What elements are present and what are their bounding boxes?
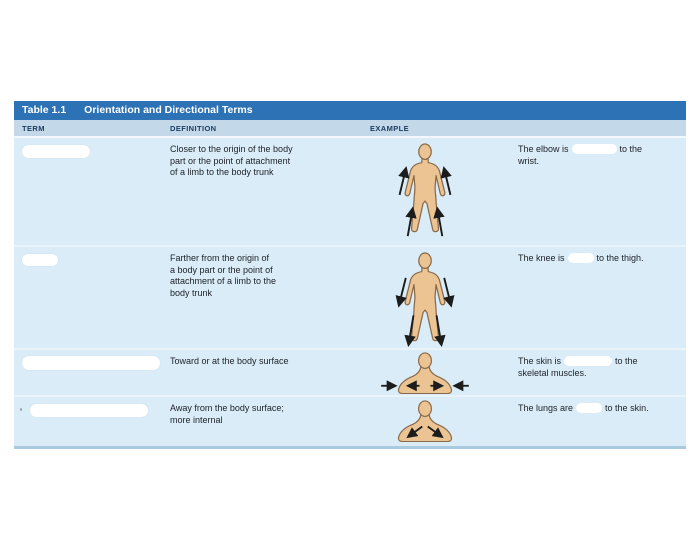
term-blank-answer-box[interactable] [30,404,148,417]
example-blank-answer-box[interactable] [576,403,603,413]
standing-body-arrows-up-toward-trunk-figure [398,143,452,237]
bust-arrows-into-body-figure [397,400,453,442]
definition-text: Farther from the origin of a body part o… [170,253,277,298]
standing-body-arrows-down-away-from-trunk-figure [395,252,455,348]
table-title: Orientation and Directional Terms [84,104,253,116]
column-header-term: TERM [22,123,45,133]
orientation-directional-terms-table: Table 1.1 Orientation and Directional Te… [14,101,686,449]
example-text-after: to the skeletal muscles. [518,356,638,378]
term-blank-answer-box[interactable] [22,254,58,266]
example-text-before: The knee is [518,253,565,263]
column-header-row: TERM DEFINITION EXAMPLE [14,120,686,138]
table-row: Toward or at the body surface [14,348,686,395]
example-blank-answer-box[interactable] [564,356,613,366]
example-blank-answer-box[interactable] [571,144,617,154]
term-blank-answer-box[interactable] [22,356,160,370]
table-number: Table 1.1 [22,104,67,116]
definition-text: Toward or at the body surface [170,356,289,366]
definition-text: Closer to the origin of the body part or… [170,144,293,178]
column-header-definition: DEFINITION [170,123,217,133]
column-header-example: EXAMPLE [370,123,410,133]
table-row: Farther from the origin of a body part o… [14,245,686,348]
table-row: Closer to the origin of the body part or… [14,138,686,245]
stray-mark [20,408,22,411]
example-blank-answer-box[interactable] [567,253,594,263]
example-text-before: The lungs are [518,403,574,413]
example-text-after: to the thigh. [596,253,644,263]
table-title-bar: Table 1.1 Orientation and Directional Te… [14,101,686,120]
example-text-after: to the wrist. [518,144,643,166]
example-text-before: The skin is [518,356,562,366]
table-row: Away from the body surface; more interna… [14,395,686,446]
example-text-before: The elbow is [518,144,569,154]
bust-arrows-converging-on-surface-figure [381,352,469,394]
example-text-after: to the skin. [605,403,649,413]
term-blank-answer-box[interactable] [22,145,90,158]
definition-text: Away from the body surface; more interna… [170,403,284,425]
